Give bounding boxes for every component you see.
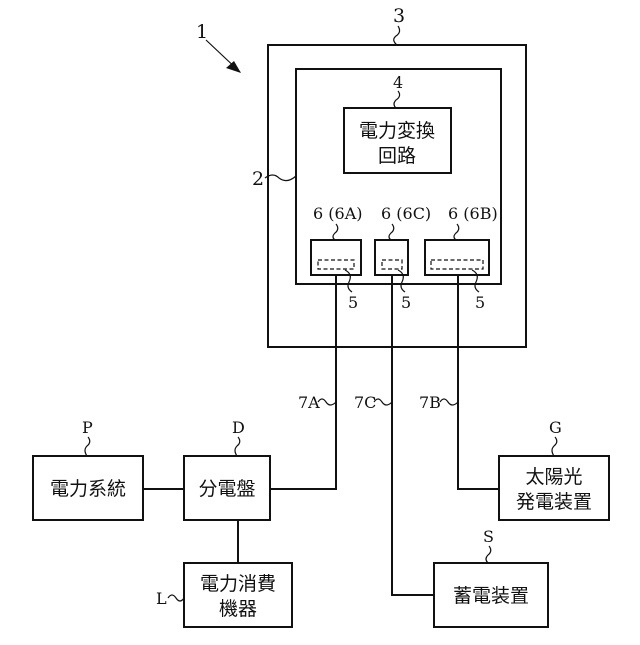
ref-label-cable-c: 7C	[354, 393, 376, 412]
cable-c-leader	[374, 399, 392, 405]
ref-label-conversion-circuit: 4	[393, 73, 403, 92]
grid-leader	[85, 437, 90, 456]
solar-label-line2: 発電装置	[516, 491, 592, 513]
housing-leader	[394, 26, 400, 45]
ref-label-connector-c: 6 (6C)	[381, 204, 431, 223]
cable-a-leader	[318, 399, 336, 405]
ref-label-load: L	[156, 589, 167, 608]
load-label-line2: 機器	[219, 598, 257, 620]
panel-leader	[235, 437, 240, 456]
conversion-circuit-label-line2: 回路	[378, 145, 416, 167]
ref-label-connector-a: 6 (6A)	[313, 204, 362, 223]
ref-label-cable-b: 7B	[419, 393, 441, 412]
storage-label: 蓄電装置	[453, 585, 529, 607]
storage-leader	[486, 546, 491, 563]
ref-label-solar: G	[549, 418, 562, 437]
load-label-line1: 電力消費	[200, 573, 276, 595]
load-leader	[168, 595, 184, 601]
system-arrow-head	[226, 61, 241, 73]
conversion-circuit-label-line1: 電力変換	[359, 120, 435, 142]
connector-6c-box	[375, 240, 408, 275]
ref-label-port-a: 5	[348, 293, 358, 312]
ref-label-grid: P	[82, 418, 93, 437]
connector-6b-box	[425, 240, 489, 275]
ref-label-storage: S	[483, 527, 494, 546]
ref-label-system: 1	[196, 21, 208, 43]
ref-label-housing: 3	[393, 5, 405, 27]
ref-label-port-c: 5	[401, 293, 411, 312]
solar-label-line1: 太陽光	[525, 466, 582, 488]
ref-label-port-b: 5	[475, 293, 485, 312]
panel-label: 分電盤	[198, 478, 255, 500]
connector-6a-box	[311, 240, 361, 275]
ref-label-connector-b: 6 (6B)	[448, 204, 498, 223]
ref-label-panel: D	[232, 418, 245, 437]
cable-b-leader	[440, 399, 458, 405]
grid-label: 電力系統	[50, 478, 126, 500]
ref-label-cable-a: 7A	[298, 393, 320, 412]
ref-label-inner-case: 2	[252, 168, 264, 190]
solar-leader	[552, 437, 557, 456]
